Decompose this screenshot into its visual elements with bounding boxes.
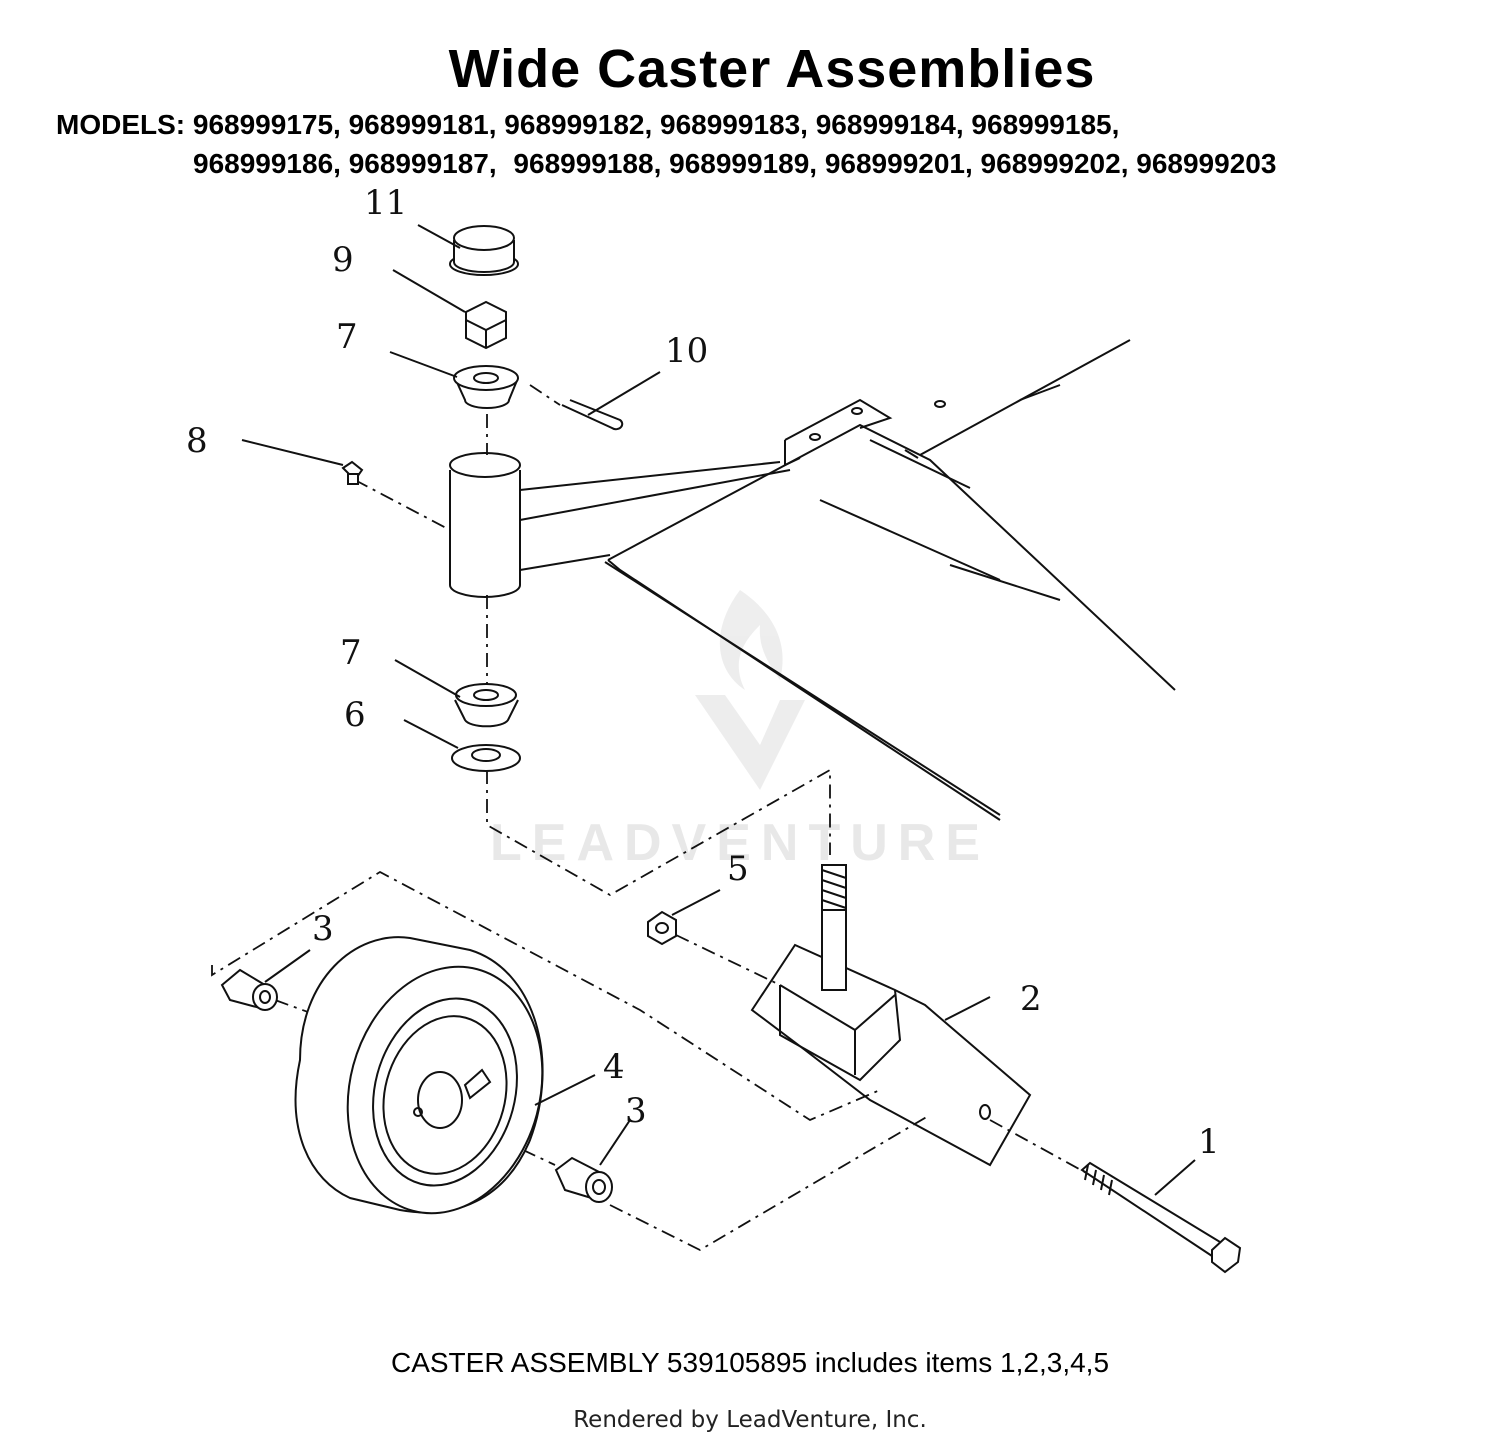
- models-prefix: MODELS:: [56, 109, 186, 140]
- bearing-7-bottom: [454, 683, 519, 728]
- castle-nut-9: [465, 300, 507, 350]
- callout-1: 1: [1198, 1122, 1220, 1162]
- spacer-3-right: [554, 1156, 613, 1203]
- models-list-2b: 968999188, 968999189, 968999201, 9689992…: [513, 148, 1277, 179]
- callout-3-left: 3: [312, 909, 334, 949]
- cotter-pin-10: [561, 399, 624, 431]
- models-list-1: 968999175, 968999181, 968999182, 9689991…: [192, 109, 1120, 140]
- leader-lines: [241, 224, 1196, 1196]
- locknut-5: [647, 910, 677, 946]
- models-line-1: MODELS: 968999175, 968999181, 968999182,…: [56, 109, 1119, 141]
- caster-assembly-caption: CASTER ASSEMBLY 539105895 includes items…: [390, 1347, 1110, 1378]
- caster-arm: [449, 452, 791, 598]
- callout-11: 11: [364, 183, 407, 223]
- callout-6: 6: [344, 695, 366, 735]
- callout-7-bottom: 7: [340, 633, 362, 673]
- models-list-2a: 968999186, 968999187,: [193, 148, 497, 179]
- grease-fitting-8: [341, 460, 364, 485]
- callout-8: 8: [186, 421, 208, 461]
- wheel-4: [294, 936, 544, 1215]
- page-title: Wide Caster Assemblies: [448, 39, 1096, 99]
- callout-10: 10: [665, 331, 708, 371]
- models-line-2: 968999186, 968999187, 968999188, 9689991…: [193, 148, 1276, 180]
- callout-2: 2: [1020, 979, 1042, 1019]
- footer-credit: Rendered by LeadVenture, Inc.: [573, 1407, 927, 1433]
- callout-3-right: 3: [625, 1091, 647, 1131]
- bearing-7-top: [453, 365, 519, 409]
- callout-7-top: 7: [336, 317, 358, 357]
- watermark: LEADVENTURE: [490, 590, 980, 872]
- seal-6: [451, 744, 521, 772]
- callout-4: 4: [603, 1047, 625, 1087]
- cap-11: [449, 225, 519, 276]
- spacer-3-left: [220, 968, 278, 1011]
- mower-deck: [604, 339, 1176, 821]
- callout-numbers: 11 9 7 10 8 7 6 5 3 2 4 3 1: [186, 183, 1220, 1162]
- callout-5: 5: [727, 849, 749, 889]
- callout-9: 9: [332, 240, 354, 280]
- bolt-1: [1080, 1161, 1242, 1274]
- caster-fork-2: [750, 864, 1032, 1167]
